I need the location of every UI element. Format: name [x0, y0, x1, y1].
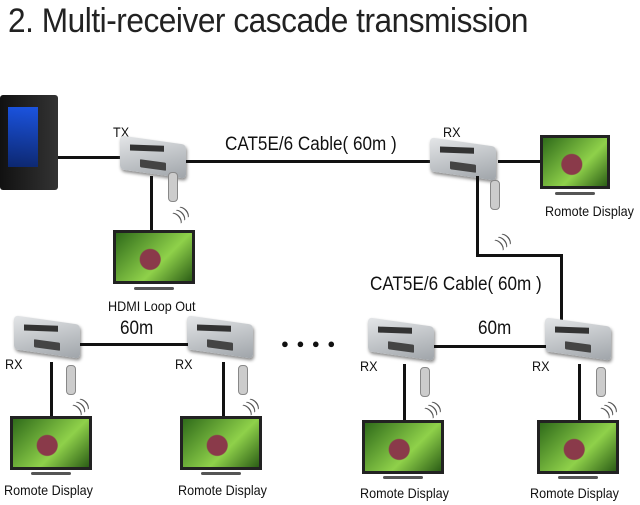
ir-sensor-icon	[490, 180, 500, 210]
ir-sensor-icon	[420, 367, 430, 397]
display-2	[180, 416, 262, 470]
loop-out-label: HDMI Loop Out	[108, 298, 196, 314]
display-1	[10, 416, 92, 470]
cable-label-cascade: CAT5E/6 Cable( 60m )	[370, 274, 542, 295]
short-cable-label-2: 60m	[478, 318, 512, 339]
ir-signal-icon: )))	[170, 202, 192, 224]
ir-sensor-icon	[66, 365, 76, 395]
hdmi-loop-cable	[150, 176, 153, 230]
ir-sensor-icon	[238, 365, 248, 395]
short-cable-label-1: 60m	[120, 318, 154, 339]
ir-signal-icon: )))	[70, 394, 92, 416]
diagram-title: 2. Multi-receiver cascade transmission	[8, 2, 529, 40]
display-top-right	[540, 135, 610, 189]
display-label-4: Romote Display	[530, 485, 619, 501]
rx-device-top	[430, 137, 496, 181]
hdmi-cable	[58, 156, 120, 159]
ir-sensor-icon	[168, 172, 178, 202]
ellipsis-dots: ● ● ● ●	[281, 336, 338, 351]
rx-device-3	[368, 317, 434, 361]
ir-signal-icon: )))	[422, 397, 444, 419]
display-4	[537, 420, 619, 474]
rx-label-2: RX	[175, 356, 193, 372]
hdmi-cable-rx	[498, 160, 540, 163]
cat-cable-cascade	[476, 176, 479, 256]
ir-signal-icon: )))	[492, 229, 514, 251]
rx-label-3: RX	[360, 358, 378, 374]
rx-label-1: RX	[5, 356, 23, 372]
display-label-3: Romote Display	[360, 485, 449, 501]
ir-signal-icon: )))	[240, 394, 262, 416]
computer-icon	[0, 95, 58, 190]
rx-device-1	[14, 315, 80, 359]
display-label-2: Romote Display	[178, 482, 267, 498]
rx-label-top: RX	[443, 124, 461, 140]
display-label-top: Romote Display	[545, 203, 634, 219]
ir-signal-icon: )))	[598, 397, 620, 419]
cat-cable-2	[434, 345, 546, 348]
cable-label-top: CAT5E/6 Cable( 60m )	[225, 134, 397, 155]
display-3	[362, 420, 444, 474]
rx-device-4	[545, 317, 611, 361]
rx-label-4: RX	[532, 358, 550, 374]
ir-sensor-icon	[596, 367, 606, 397]
rx-device-2	[187, 315, 253, 359]
cat-cable-top	[186, 160, 430, 163]
display-loop-out	[113, 230, 195, 284]
display-label-1: Romote Display	[4, 482, 93, 498]
cat-cable-1	[80, 343, 188, 346]
